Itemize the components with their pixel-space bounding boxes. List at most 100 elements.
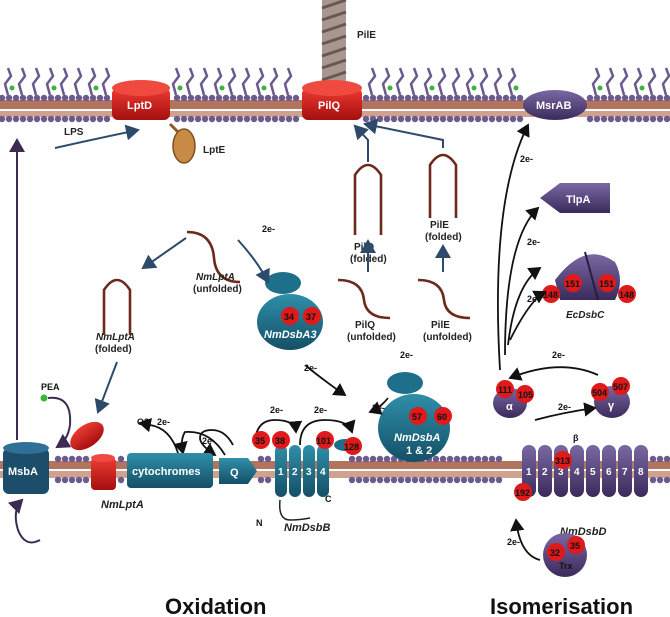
cytochromes-box: cytochromes	[127, 453, 213, 488]
svg-text:37: 37	[306, 312, 316, 322]
svg-text:2e-: 2e-	[304, 363, 317, 373]
svg-text:313: 313	[555, 456, 570, 466]
svg-text:PilQ: PilQ	[355, 320, 375, 331]
nmdsba3-label: NmDsbA3	[264, 329, 317, 341]
quinone: Q	[219, 458, 257, 484]
helix-label-3: 3	[558, 467, 564, 478]
helix-label-8: 8	[638, 467, 644, 478]
oxidation-title: Oxidation	[165, 594, 266, 617]
svg-text:2e-: 2e-	[400, 350, 413, 360]
lptd-protein: LptD	[112, 80, 170, 120]
svg-text:148: 148	[543, 290, 558, 300]
oxidation-arrows	[9, 118, 451, 440]
helix-3	[303, 445, 315, 497]
svg-text:60: 60	[437, 412, 447, 422]
helix-label-4: 4	[574, 467, 580, 478]
svg-text:(unfolded): (unfolded)	[347, 332, 396, 343]
pile-pilus	[321, 0, 347, 95]
svg-text:PilE: PilE	[431, 320, 450, 331]
pile-folded	[428, 153, 458, 218]
msrab-protein: MsrAB	[523, 90, 587, 120]
isomerisation-arrows	[497, 123, 547, 371]
nmdsba12-label: NmDsbA	[394, 432, 441, 444]
helix-4	[570, 445, 584, 497]
svg-text:35: 35	[255, 436, 265, 446]
helix-5	[586, 445, 600, 497]
svg-text:101: 101	[316, 436, 331, 446]
svg-text:151: 151	[599, 279, 614, 289]
svg-text:32: 32	[550, 548, 560, 558]
helix-label-4: 4	[320, 467, 326, 478]
svg-text:PilE: PilE	[430, 220, 449, 231]
helix-label-2: 2	[292, 467, 298, 478]
pile-label: PilE	[357, 30, 376, 41]
svg-text:NmLptA: NmLptA	[96, 332, 135, 343]
helix-6	[602, 445, 616, 497]
pile-unfolded	[417, 278, 471, 320]
nmlpta-folded	[102, 278, 132, 335]
nmdsbd-domains: α γ 111 105 504 507 313 192	[493, 377, 630, 501]
nmdsbb-residues: 35 38 101 128	[252, 431, 362, 455]
svg-text:2e-: 2e-	[262, 224, 275, 234]
svg-text:γ: γ	[608, 400, 615, 412]
helix-label-2: 2	[542, 467, 548, 478]
svg-text:2e-: 2e-	[552, 350, 565, 360]
svg-text:105: 105	[518, 390, 533, 400]
svg-text:34: 34	[284, 312, 294, 322]
svg-text:111: 111	[498, 385, 512, 395]
helix-2	[538, 445, 552, 497]
nmdsbb-label: NmDsbB	[284, 522, 331, 534]
svg-text:(folded): (folded)	[95, 344, 132, 355]
svg-text:1 & 2: 1 & 2	[406, 445, 432, 457]
svg-text:57: 57	[412, 412, 422, 422]
nmdsbd-arrows	[508, 366, 599, 561]
helix-label-3: 3	[306, 467, 312, 478]
pea-loop	[7, 394, 72, 544]
helix-label-1: 1	[526, 467, 532, 478]
svg-text:2e-: 2e-	[527, 294, 540, 304]
svg-text:504: 504	[592, 388, 607, 398]
ecdsbc-label: EcDsbC	[566, 310, 605, 321]
svg-text:(folded): (folded)	[425, 232, 462, 243]
svg-text:192: 192	[515, 488, 530, 498]
svg-text:2e-: 2e-	[558, 402, 571, 412]
pilq-unfolded	[337, 278, 391, 320]
pea-label: PEA	[41, 382, 60, 392]
helix-7	[618, 445, 632, 497]
helix-label-7: 7	[622, 467, 628, 478]
n-term-label: N	[256, 518, 263, 528]
svg-text:148: 148	[619, 290, 634, 300]
helix-1	[275, 445, 287, 497]
nmdsba12-protein: 57 60	[378, 372, 452, 462]
svg-text:35: 35	[570, 541, 580, 551]
svg-text:2e-: 2e-	[270, 405, 283, 415]
tlpa-label: TlpA	[566, 194, 590, 206]
lpte-protein	[168, 122, 196, 164]
pilq-label: PilQ	[318, 100, 340, 112]
isomerisation-title: Isomerisation	[490, 594, 633, 617]
helix-8	[634, 445, 648, 497]
helix-label-1: 1	[278, 467, 284, 478]
helix-label-6: 6	[606, 467, 612, 478]
c-term-label: C	[325, 494, 332, 504]
trx-label: Trx	[559, 561, 573, 571]
svg-text:PilQ: PilQ	[354, 242, 374, 253]
svg-text:α: α	[506, 401, 513, 413]
tlpa-protein: TlpA	[540, 183, 610, 213]
nmlpta-membrane-label: NmLptA	[101, 499, 144, 511]
msba-protein: MsbA	[3, 442, 49, 494]
o2-label: O2	[137, 417, 149, 427]
helix-label-5: 5	[590, 467, 596, 478]
nmdsba3-protein: 34 37	[257, 272, 323, 350]
cytochromes-label: cytochromes	[132, 466, 200, 478]
lpte-label: LptE	[203, 145, 226, 156]
svg-text:(unfolded): (unfolded)	[423, 332, 472, 343]
lptd-label: LptD	[127, 100, 152, 112]
svg-text:2e-: 2e-	[314, 405, 327, 415]
trx-protein: 32 35 Trx	[543, 533, 587, 577]
nmlpta-membrane-protein	[70, 421, 116, 490]
pilq-folded	[353, 163, 383, 235]
svg-text:507: 507	[613, 382, 628, 392]
